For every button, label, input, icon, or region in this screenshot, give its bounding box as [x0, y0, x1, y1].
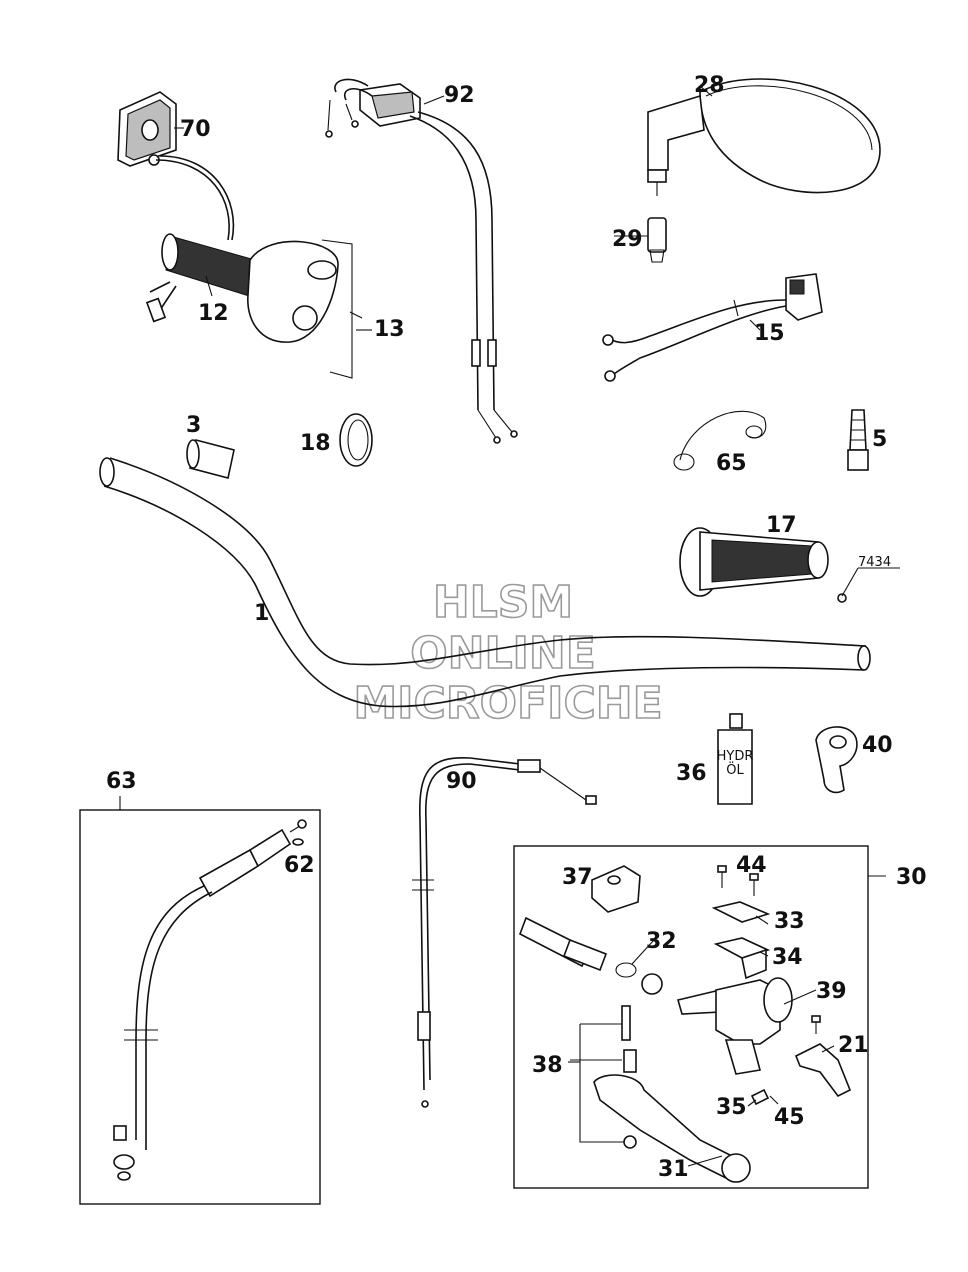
- part-throttle-cables: [325, 78, 518, 444]
- callout-3: 3: [186, 413, 201, 438]
- callout-18: 18: [300, 431, 331, 456]
- callout-30: 30: [896, 865, 927, 890]
- part-handlebar: [99, 457, 871, 708]
- part-throttle-grip: [145, 233, 363, 379]
- callout-92: 92: [444, 83, 475, 108]
- callout-40: 40: [862, 733, 893, 758]
- callout-15: 15: [754, 321, 785, 346]
- part-group-30-box: [513, 845, 886, 1189]
- part-mirror-adapter: [647, 217, 667, 263]
- callout-70: 70: [180, 117, 211, 142]
- callout-39: 39: [816, 979, 847, 1004]
- callout-1: 1: [254, 601, 269, 626]
- callout-32: 32: [646, 929, 677, 954]
- bottle-label-line-2: ÖL: [726, 761, 744, 778]
- callout-35: 35: [716, 1095, 747, 1120]
- callout-34: 34: [772, 945, 803, 970]
- part-throttle-cover: [117, 91, 235, 241]
- part-handlebar-grip: [679, 527, 829, 597]
- callout-36: 36: [676, 761, 707, 786]
- callout-90: 90: [446, 769, 477, 794]
- callout-31: 31: [658, 1157, 689, 1182]
- part-cable-tie: [339, 413, 373, 467]
- callout-7434: 7434: [858, 555, 891, 570]
- leader-lines: [174, 85, 900, 1167]
- callout-38: 38: [532, 1053, 563, 1078]
- watermark: HLSM ONLINE MICROFICHE: [353, 576, 664, 730]
- callout-21: 21: [838, 1033, 869, 1058]
- part-sleeve: [186, 439, 235, 479]
- callout-44: 44: [736, 853, 767, 878]
- part-decal-set: [673, 410, 767, 471]
- callout-labels: 70 12 13 92 28 29 15 3 18 65 5 17 7434 1…: [106, 73, 927, 1182]
- watermark-line-3: MICROFICHE: [353, 678, 662, 729]
- callout-37: 37: [562, 865, 593, 890]
- part-cap: [847, 409, 869, 471]
- callout-17: 17: [766, 513, 797, 538]
- callout-33: 33: [774, 909, 805, 934]
- part-clutch-cable: [412, 757, 597, 1108]
- part-kill-switch: [602, 273, 823, 382]
- part-mirror: [647, 78, 881, 196]
- part-clamp: [815, 726, 858, 794]
- callout-63: 63: [106, 769, 137, 794]
- callout-28: 28: [694, 73, 725, 98]
- callout-5: 5: [872, 427, 887, 452]
- callout-29: 29: [612, 227, 643, 252]
- callout-12: 12: [198, 301, 229, 326]
- part-group-63-box: [79, 796, 321, 1205]
- watermark-line-1: HLSM: [433, 577, 573, 628]
- callout-65: 65: [716, 451, 747, 476]
- bottle-label-line-1: HYDR: [717, 749, 754, 764]
- callout-62: 62: [284, 853, 315, 878]
- part-hydraulic-oil-bottle: HYDR ÖL: [717, 713, 754, 805]
- callout-45: 45: [774, 1105, 805, 1130]
- watermark-line-2: ONLINE: [410, 628, 596, 679]
- callout-13: 13: [374, 317, 405, 342]
